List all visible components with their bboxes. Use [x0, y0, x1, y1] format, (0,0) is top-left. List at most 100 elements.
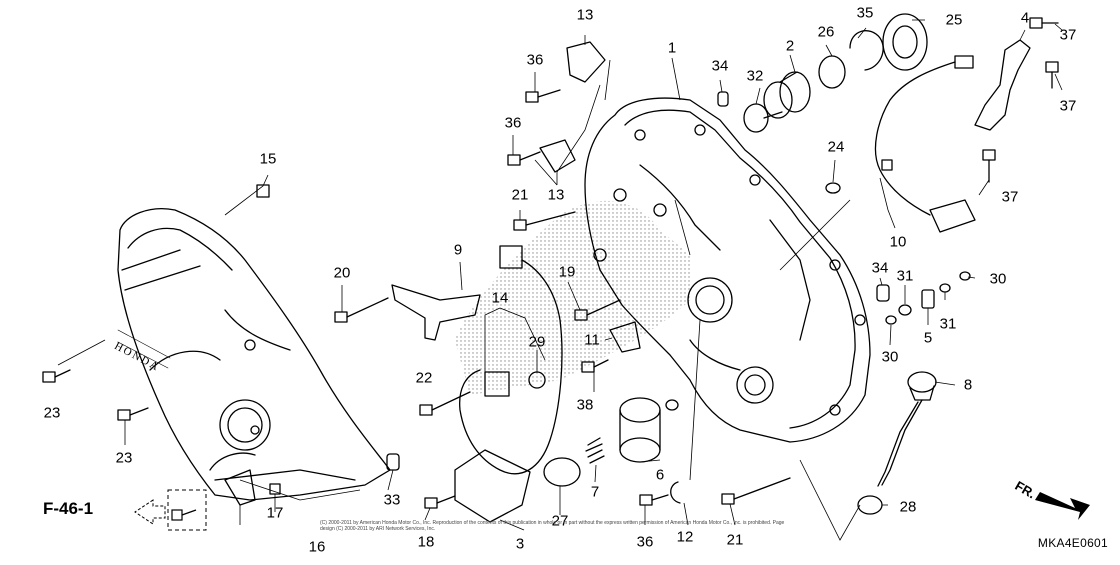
- callout-37-top: 37: [1059, 26, 1077, 44]
- bolt-5: [921, 289, 935, 309]
- oil-dipstick: [877, 371, 937, 487]
- washer-24: [825, 182, 841, 194]
- bracket-11: [609, 321, 641, 353]
- callout-21-top: 21: [511, 186, 529, 204]
- bolt-37-c: [982, 149, 996, 183]
- reference-label[interactable]: F-46-1: [42, 499, 94, 518]
- front-direction-arrow: [1035, 492, 1090, 520]
- callout-30-right: 30: [989, 270, 1007, 288]
- callout-13-middle: 13: [547, 186, 565, 204]
- callout-11: 11: [584, 331, 600, 349]
- bolt-38: [581, 359, 609, 373]
- callout-6: 6: [655, 466, 665, 484]
- callout-9: 9: [453, 241, 463, 259]
- reference-arrow: [134, 499, 166, 525]
- callout-1: 1: [667, 39, 677, 57]
- o-ring-26: [818, 55, 846, 89]
- bolt-15: [256, 184, 270, 198]
- bolt-37-a: [1029, 17, 1059, 29]
- bracket-4: [974, 39, 1031, 131]
- callout-36-top: 36: [526, 51, 544, 69]
- bolt-in-reference-box: [171, 509, 197, 521]
- washer-30-right: [959, 271, 971, 281]
- dowel-pin-34-top: [717, 91, 729, 107]
- bolt-19: [574, 299, 621, 321]
- callout-31-right: 31: [939, 315, 957, 333]
- bolt-36-a: [525, 89, 561, 103]
- dowel-pin-34-right: [876, 284, 890, 302]
- callout-4: 4: [1020, 9, 1030, 27]
- bolt-36-b: [507, 151, 541, 166]
- callout-16: 16: [308, 538, 326, 556]
- bolt-23-a: [42, 369, 71, 383]
- washer-31-right: [939, 283, 951, 293]
- bolt-37-b: [1045, 61, 1059, 89]
- o-ring-28: [857, 495, 883, 515]
- washer-30-lower: [885, 315, 897, 325]
- callout-29: 29: [528, 333, 546, 351]
- callout-37-lower: 37: [1001, 188, 1019, 206]
- snap-ring-35: [849, 30, 884, 71]
- callout-32: 32: [746, 67, 764, 85]
- callout-26: 26: [817, 23, 835, 41]
- callout-15: 15: [259, 150, 277, 168]
- bracket-13-top: [566, 41, 606, 83]
- callout-24: 24: [827, 138, 845, 156]
- callout-2: 2: [785, 37, 795, 55]
- callout-34-top: 34: [711, 57, 729, 75]
- bolt-22: [419, 391, 471, 416]
- leader-lines: [57, 19, 1063, 541]
- callout-27: 27: [551, 512, 569, 530]
- callout-33: 33: [383, 491, 401, 509]
- callout-23-right: 23: [115, 449, 133, 467]
- callout-13-top: 13: [576, 6, 594, 24]
- bracket-13-middle: [539, 139, 576, 173]
- bolt-36-c: [639, 494, 669, 506]
- callout-38: 38: [576, 396, 594, 414]
- reference-box: [167, 489, 207, 531]
- callout-28: 28: [899, 498, 917, 516]
- seal-2: [763, 71, 811, 119]
- callout-22: 22: [415, 369, 433, 387]
- oil-filter-6: [619, 397, 679, 463]
- callout-20: 20: [333, 264, 351, 282]
- callout-10: 10: [889, 233, 907, 251]
- sensor-10: [874, 55, 976, 233]
- callout-19: 19: [558, 263, 576, 281]
- left-crankcase-cover: [117, 208, 391, 501]
- callout-36-bottom: 36: [636, 533, 654, 551]
- honda-logo: [117, 329, 171, 369]
- bearing-25: [882, 13, 928, 71]
- callout-31-top: 31: [896, 267, 914, 285]
- bracket-9: [391, 284, 481, 341]
- callout-18: 18: [417, 533, 435, 551]
- callout-23-left: 23: [43, 404, 61, 422]
- callout-25: 25: [945, 11, 963, 29]
- clip-12: [670, 481, 681, 504]
- washer-31-left: [898, 304, 912, 316]
- diagram-code: MKA4E0601: [1037, 536, 1108, 550]
- callout-14: 14: [491, 289, 509, 307]
- right-crankcase-cover: [584, 97, 871, 443]
- bolt-21-bottom: [721, 477, 791, 505]
- callout-5: 5: [923, 329, 933, 347]
- callout-36-middle: 36: [504, 114, 522, 132]
- callout-17: 17: [266, 504, 284, 522]
- callout-12: 12: [676, 528, 694, 546]
- oil-filter-cover-3: [454, 449, 531, 523]
- gasket-dotted-area: [455, 200, 690, 395]
- callout-3: 3: [515, 535, 525, 553]
- callout-35: 35: [856, 4, 874, 22]
- callout-7: 7: [590, 483, 600, 501]
- callout-34-right: 34: [871, 259, 889, 277]
- o-ring-27: [543, 457, 581, 487]
- spring-7: [585, 437, 605, 464]
- bracket-16: [224, 469, 256, 506]
- callout-8: 8: [963, 376, 973, 394]
- copyright-notice: (C) 2000-2011 by American Honda Motor Co…: [320, 520, 785, 532]
- sensor-14: [459, 245, 563, 475]
- callout-30-lower: 30: [881, 348, 899, 366]
- bolt-18: [424, 495, 456, 509]
